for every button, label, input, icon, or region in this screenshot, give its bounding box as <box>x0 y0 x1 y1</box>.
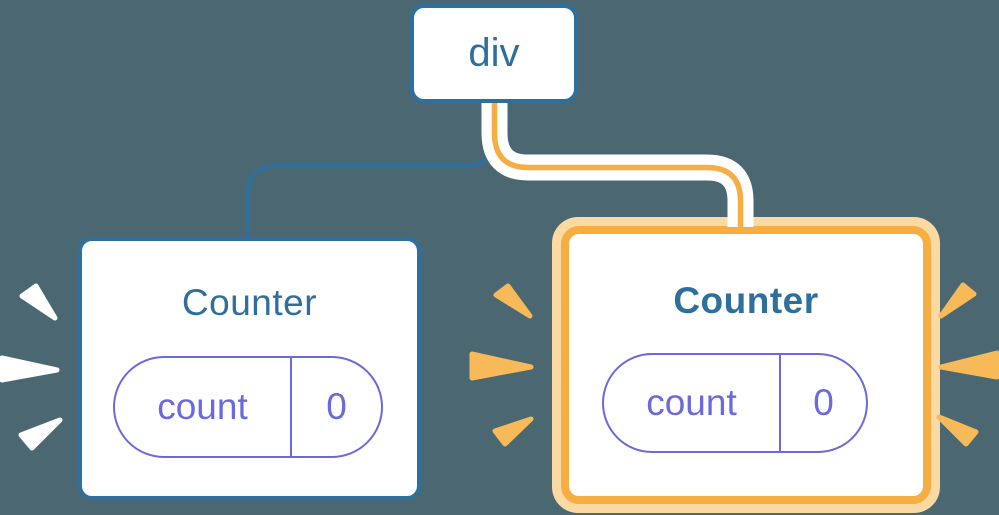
render-burst-orange-right <box>936 282 999 447</box>
counter-left-title: Counter <box>181 282 318 323</box>
render-burst-orange-left <box>469 283 534 447</box>
counter-left-state-pill: count 0 <box>113 356 383 458</box>
tree-node-div: div <box>410 4 578 103</box>
render-burst-white-left <box>0 283 63 451</box>
burst-spark-icon <box>19 283 58 321</box>
tree-node-div-label: div <box>468 31 520 75</box>
burst-spark-icon <box>492 416 534 447</box>
tree-connector-right-outline <box>481 103 754 227</box>
burst-spark-icon <box>469 351 534 381</box>
counter-right-state-pill: count 0 <box>602 353 868 453</box>
burst-spark-icon <box>0 355 60 383</box>
counter-right-title: Counter <box>673 280 819 321</box>
tree-connector-right-core <box>491 103 744 234</box>
burst-spark-icon <box>938 282 977 319</box>
state-value-label: 0 <box>813 382 834 423</box>
burst-spark-icon <box>18 417 63 451</box>
state-key-label: count <box>115 358 292 456</box>
tree-connector-left <box>246 103 494 241</box>
burst-spark-icon <box>493 283 533 319</box>
tree-node-counter-left: Counter count 0 <box>78 237 421 500</box>
burst-spark-icon <box>936 414 979 447</box>
burst-spark-icon <box>938 350 999 380</box>
state-value-label: 0 <box>326 386 347 427</box>
tree-node-counter-right: Counter count 0 <box>552 217 940 513</box>
state-key-label: count <box>604 355 781 451</box>
